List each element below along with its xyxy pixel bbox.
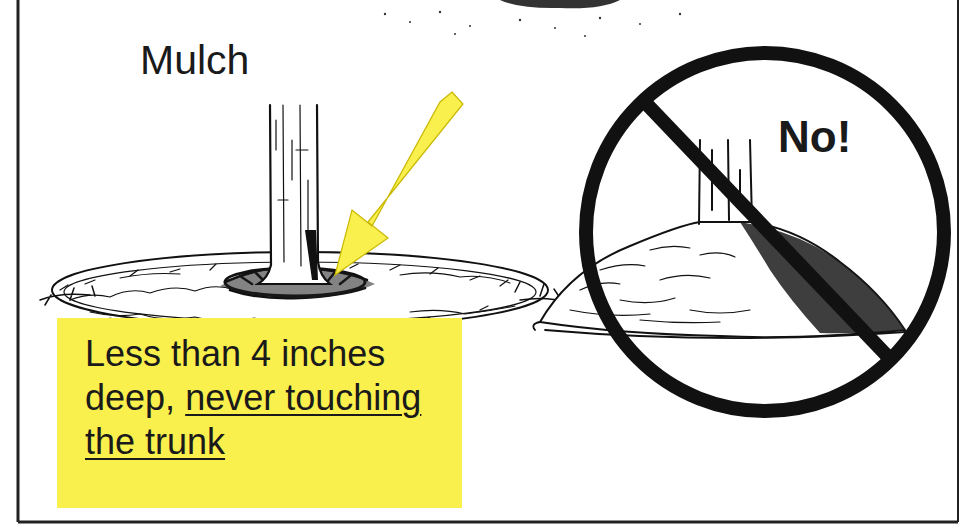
warning-label: No! <box>778 112 851 162</box>
note-box: Less than 4 inches deep,never touching t… <box>57 318 462 508</box>
note-text: Less than 4 inches deep,never touching t… <box>85 332 450 464</box>
heading: Mulch <box>140 36 249 84</box>
